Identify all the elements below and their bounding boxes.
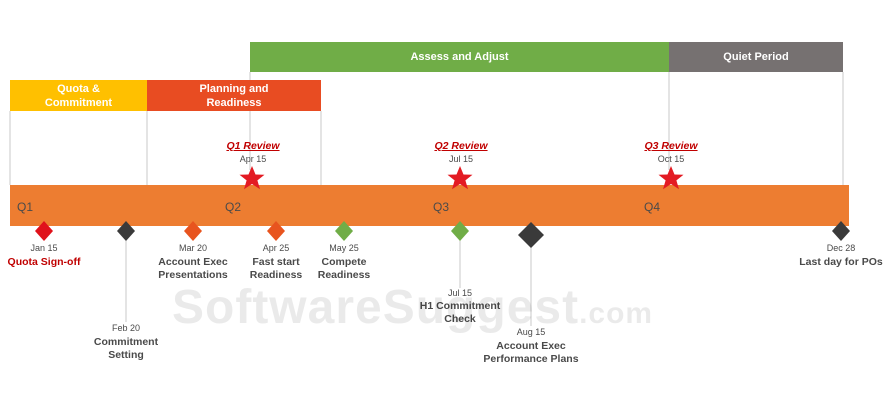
quarter-label-q4: Q4 <box>644 200 661 214</box>
timeline-bar <box>10 185 849 226</box>
compete-readiness-label: Compete Readiness <box>317 256 371 281</box>
phase-quota-commitment: Quota & Commitment <box>10 80 147 111</box>
h1-commitment-check-label: H1 Commitment Check <box>419 300 501 325</box>
milestone-stem-lines <box>125 240 532 326</box>
phase-quota-label: Quota & Commitment <box>44 82 113 109</box>
commitment-setting-label: Commitment Setting <box>93 336 159 361</box>
commitment-setting-diamond-icon <box>117 221 135 241</box>
fast-start-readiness-label: Fast start Readiness <box>249 256 303 281</box>
q3-review-date: Oct 15 <box>657 154 685 164</box>
last-day-pos-label: Last day for POs <box>799 256 883 268</box>
quarter-label-q1: Q1 <box>17 200 34 214</box>
quota-signoff-diamond-icon <box>35 221 53 241</box>
watermark-main: SoftwareSuggest <box>172 281 580 334</box>
q2-review-date: Jul 15 <box>448 154 474 164</box>
watermark: SoftwareSuggest.com <box>172 280 653 335</box>
phase-planning-label: Planning and Readiness <box>199 82 269 109</box>
q3-review-star-icon <box>658 166 684 190</box>
account-exec-presentations-label: Account Exec Presentations <box>158 256 228 281</box>
account-exec-presentations-diamond-icon <box>184 221 202 241</box>
q3-review-title: Q3 Review <box>644 140 698 152</box>
fast-start-readiness-date: Apr 25 <box>262 243 290 253</box>
last-day-pos-diamond-icon <box>832 221 850 241</box>
compete-readiness-diamond-icon <box>335 221 353 241</box>
q2-review-star-icon <box>447 166 473 190</box>
phase-planning-readiness: Planning and Readiness <box>147 80 321 111</box>
phase-assess-and-adjust: Assess and Adjust <box>250 42 669 72</box>
account-exec-presentations-date: Mar 20 <box>178 243 208 253</box>
account-exec-performance-diamond-icon <box>518 222 544 248</box>
account-exec-performance-date: Aug 15 <box>516 327 546 337</box>
compete-readiness-date: May 25 <box>329 243 359 253</box>
q1-review-star-icon <box>239 166 265 190</box>
last-day-pos-date: Dec 28 <box>826 243 856 253</box>
watermark-suffix: .com <box>579 297 654 330</box>
q1-review-date: Apr 15 <box>239 154 267 164</box>
fast-start-readiness-diamond-icon <box>267 221 285 241</box>
quarter-label-q3: Q3 <box>433 200 450 214</box>
phase-quiet-period: Quiet Period <box>669 42 843 72</box>
quota-signoff-date: Jan 15 <box>30 243 58 253</box>
h1-commitment-check-diamond-icon <box>451 221 469 241</box>
q2-review-title: Q2 Review <box>434 140 488 152</box>
commitment-setting-date: Feb 20 <box>111 323 141 333</box>
phase-quiet-label: Quiet Period <box>723 51 789 63</box>
quota-signoff-label: Quota Sign-off <box>7 256 81 268</box>
quarter-label-q2: Q2 <box>225 200 242 214</box>
phase-assess-label: Assess and Adjust <box>410 51 509 63</box>
h1-commitment-check-date: Jul 15 <box>447 288 473 298</box>
q1-review-title: Q1 Review <box>226 140 280 152</box>
account-exec-performance-label: Account Exec Performance Plans <box>483 340 579 365</box>
